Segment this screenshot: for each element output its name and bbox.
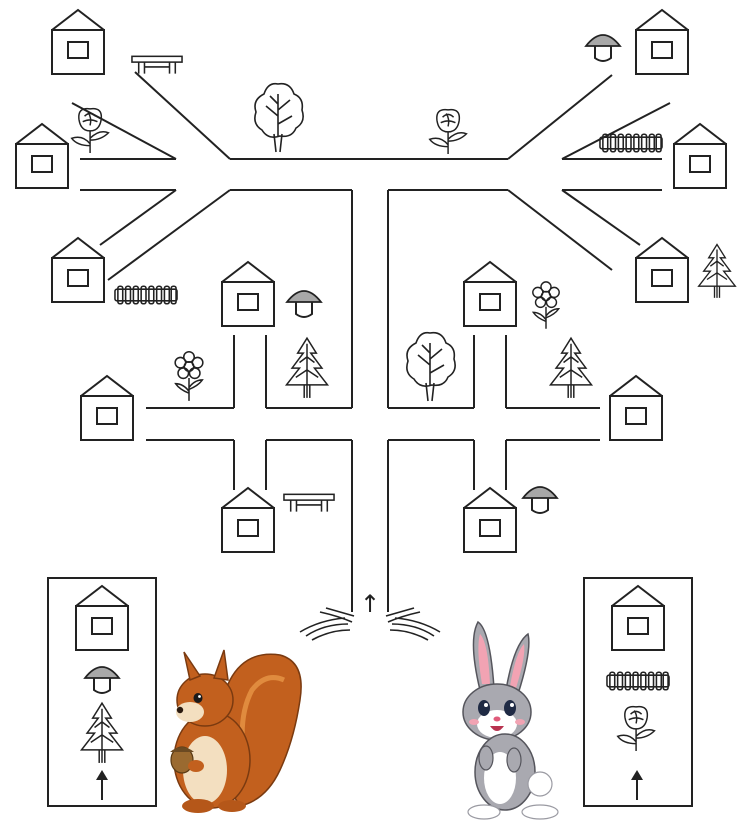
flower-icon (174, 350, 204, 402)
house-icon (611, 585, 665, 651)
bench-icon (283, 493, 335, 513)
house-icon (15, 123, 69, 189)
house-icon (635, 237, 689, 303)
flower-icon (532, 281, 560, 330)
hare-clue-box (583, 577, 693, 807)
grass-tuft-left (299, 607, 355, 641)
arrow-up-icon (96, 770, 108, 800)
rose-icon (616, 705, 656, 752)
mushroom-icon (286, 290, 322, 318)
rose-icon (70, 107, 110, 154)
house-icon (51, 237, 105, 303)
house-icon (51, 9, 105, 75)
house-icon (75, 585, 129, 651)
house-icon (635, 9, 689, 75)
house-icon (609, 375, 663, 441)
fence-icon (599, 133, 663, 153)
fir-tree-icon (549, 337, 593, 399)
fence-icon (114, 285, 178, 305)
house-icon (80, 375, 134, 441)
mushroom-icon (522, 486, 558, 514)
fir-tree-icon (285, 337, 329, 399)
mushroom-icon (585, 34, 621, 62)
start-arrow-icon: ↑ (360, 590, 380, 618)
hare-character (462, 620, 559, 820)
maze-start: ↑ (299, 590, 441, 641)
houses (15, 9, 727, 553)
mushroom-icon (84, 666, 120, 694)
bench-icon (131, 55, 183, 75)
house-icon (221, 487, 275, 553)
fence-icon (606, 671, 670, 691)
squirrel-character (170, 649, 302, 813)
arrow-up-icon (631, 770, 643, 800)
fir-tree-icon (697, 243, 737, 299)
grass-tuft-right (385, 607, 441, 641)
rose-icon (428, 108, 468, 155)
fir-tree-icon (80, 702, 124, 764)
house-icon (463, 487, 517, 553)
house-icon (221, 261, 275, 327)
squirrel-clue-box (47, 577, 157, 807)
deciduous-tree-icon (406, 331, 456, 402)
deciduous-tree-icon (254, 82, 304, 153)
house-icon (463, 261, 517, 327)
house-icon (673, 123, 727, 189)
maze-paths (71, 71, 671, 612)
